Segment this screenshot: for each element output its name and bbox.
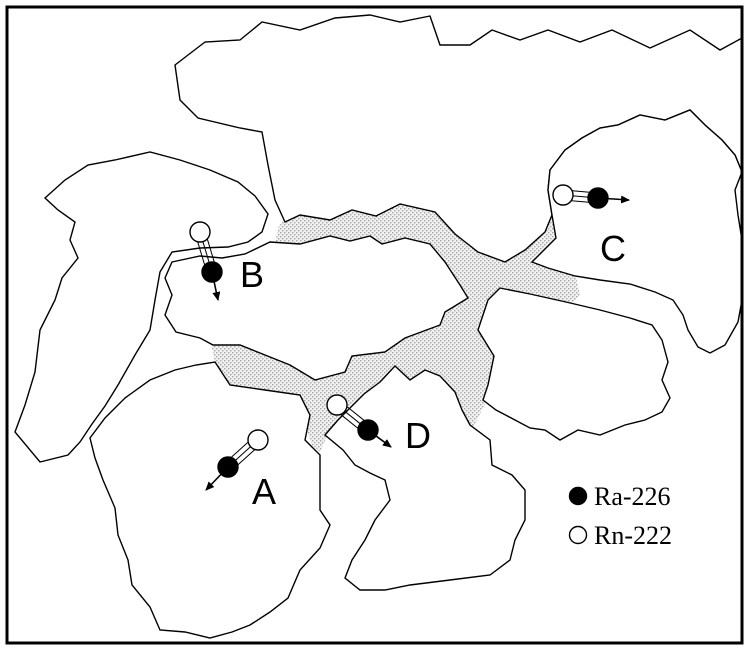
ra-226-atom-a [217, 456, 239, 478]
recoil-trail-line-c-3 [568, 200, 592, 203]
rn-222-atom-a [247, 429, 269, 451]
recoil-trail-line-b-2 [201, 237, 211, 267]
legend-filled-circle-icon [568, 486, 588, 506]
ra-226-atom-c [587, 187, 609, 209]
recoil-trail-line-a-2 [232, 443, 254, 464]
grain-a [89, 361, 331, 639]
legend: Ra-226 Rn-222 [568, 482, 672, 550]
figure-frame [5, 5, 744, 645]
recoil-trail-line-b-3 [196, 239, 206, 268]
legend-label-rn-222: Rn-222 [594, 521, 672, 550]
rn-222-atom-b [189, 221, 211, 243]
legend-label-ra-226: Ra-226 [594, 482, 671, 511]
grain-labels: A B C D [240, 228, 626, 512]
rn-222-atom-c [552, 184, 574, 206]
recoil-trail-line-c-1 [569, 190, 593, 193]
label-a: A [252, 471, 276, 512]
recoil-trails [196, 190, 593, 468]
legend-open-circle-icon [568, 525, 588, 545]
label-d: D [405, 415, 431, 456]
ra-226-atom-d [357, 419, 379, 441]
recoil-trail-line-d-1 [344, 404, 367, 423]
label-b: B [240, 254, 264, 295]
ra-226-atom-b [201, 261, 223, 283]
atoms [189, 184, 609, 478]
grain-b [164, 235, 469, 381]
recoil-trail-line-b-1 [206, 236, 216, 265]
recoil-trail-line-a-1 [235, 447, 258, 468]
label-c: C [600, 228, 626, 269]
grain-lower-right [477, 287, 671, 441]
rn-222-atom-d [326, 394, 348, 416]
recoil-trail-line-a-3 [228, 439, 251, 460]
recoil-trail-line-d-3 [338, 412, 361, 431]
